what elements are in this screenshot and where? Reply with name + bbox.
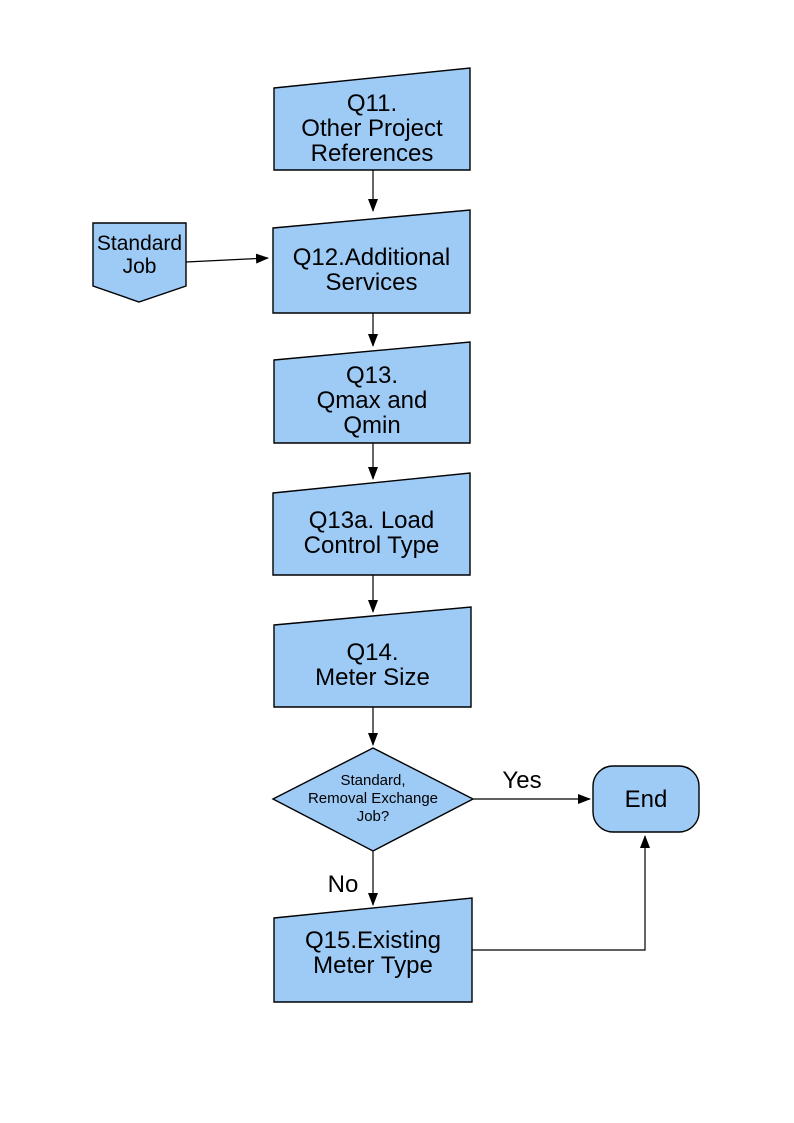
q12-node-shape <box>272 209 471 314</box>
decision-node-shape <box>271 747 475 852</box>
connector-standardjob-q12 <box>185 253 269 264</box>
q11-node-shape <box>273 67 471 171</box>
connector-q15-end <box>472 835 650 951</box>
standard-job-node-shape <box>92 222 187 303</box>
q13a-node-shape <box>272 472 471 576</box>
q14-node-shape <box>273 606 472 708</box>
q15-node-shape <box>273 897 473 1003</box>
q13-node-shape <box>273 341 471 444</box>
end-node-shape <box>592 765 700 833</box>
